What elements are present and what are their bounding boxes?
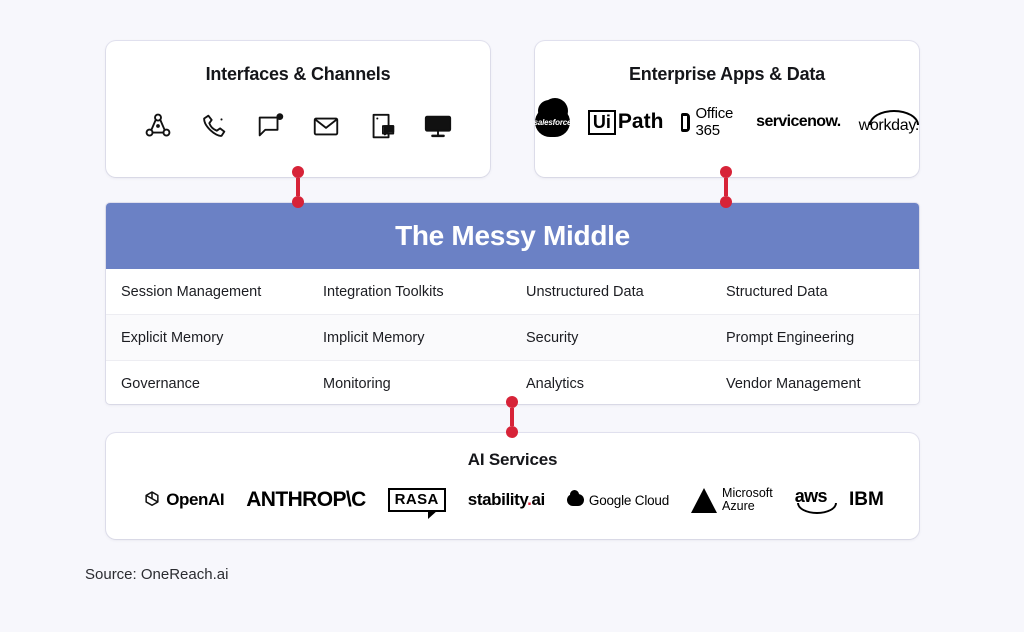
microsoft-azure-logo: Microsoft Azure [691,487,773,513]
openai-logo-text: OpenAI [166,490,225,509]
stability-ai-logo: stability.ai [467,490,546,510]
connector-dot-bottom [720,196,732,208]
google-cloud-logo-text: Google Cloud [588,492,670,508]
grid-cell: Session Management [121,283,262,300]
aws-logo-arrow [796,503,837,514]
grid-cell: Implicit Memory [323,329,425,346]
office365-logo: Office 365 [681,105,738,139]
salesforce-logo: salesforce [533,98,572,137]
network-nodes-icon [143,111,173,141]
azure-logo-text: Microsoft Azure [722,487,773,513]
uipath-logo-mark: Ui [587,109,616,135]
enterprise-card-title: Enterprise Apps & Data [629,64,825,84]
office365-logo-text: Office 365 [695,105,734,139]
uipath-logo: Ui Path [587,109,664,135]
rasa-logo: RASA [387,488,446,519]
grid-cell: Governance [121,375,200,392]
messy-middle-block: The Messy Middle Session Management Inte… [106,203,919,404]
ibm-logo-text: IBM [848,489,884,510]
ai-services-logo-row: OpenAI ANTHROP\C RASA stability.ai Googl… [106,486,919,519]
workday-logo: workday. [859,109,919,135]
openai-logo: OpenAI [141,489,225,511]
enterprise-logo-row: salesforce Ui Path Office 365 servicenow… [533,98,919,139]
anthropic-logo-text: ANTHROP\C [246,488,366,511]
google-cloud-logo: Google Cloud [566,490,670,508]
grid-cell: Integration Toolkits [323,283,444,300]
envelope-icon [311,111,341,141]
grid-cell: Structured Data [726,283,828,300]
enterprise-apps-data-card: Enterprise Apps & Data salesforce Ui Pat… [533,41,919,177]
messy-middle-header: The Messy Middle [106,203,919,269]
grid-cell: Unstructured Data [526,283,644,300]
ibm-logo: IBM [849,489,884,511]
anthropic-logo: ANTHROP\C [246,488,366,512]
interfaces-card-title: Interfaces & Channels [205,64,391,84]
ai-services-card-title: AI Services [467,450,558,469]
connector-enterprise-to-middle [719,166,733,208]
connector-middle-to-ai [505,396,519,438]
connector-dot-top [292,166,304,178]
grid-cell: Vendor Management [726,375,861,392]
office365-logo-mark [681,112,691,132]
grid-cell: Monitoring [323,375,391,392]
uipath-logo-text: Path [617,110,664,133]
servicenow-logo-text: servicenow. [756,113,841,130]
interfaces-channels-card: Interfaces & Channels [106,41,490,177]
stability-logo-dot: . [527,490,532,509]
mobile-message-icon [367,111,397,141]
rasa-logo-text: RASA [394,491,439,508]
connector-stem [296,178,300,196]
grid-cell: Prompt Engineering [726,329,855,346]
stability-logo-text: stability [467,490,528,509]
phone-icon [199,111,229,141]
connector-dot-bottom [506,426,518,438]
connector-stem [724,178,728,196]
ai-services-card: AI Services OpenAI ANTHROP\C RASA [106,433,919,539]
grid-cell: Security [526,329,579,346]
table-row: Governance Monitoring Analytics Vendor M… [106,361,919,404]
aws-logo: aws [794,486,837,514]
source-note: Source: OneReach.ai [85,566,229,583]
connector-dot-bottom [292,196,304,208]
connector-dot-top [720,166,732,178]
openai-logo-mark [141,489,163,511]
azure-logo-line2: Azure [722,499,755,513]
connector-stem [510,408,514,426]
azure-logo-mark [691,487,718,513]
connector-interfaces-to-middle [291,166,305,208]
table-row: Explicit Memory Implicit Memory Security… [106,315,919,361]
stability-logo-suffix: ai [531,490,546,509]
messy-middle-headline: The Messy Middle [395,220,630,251]
servicenow-logo: servicenow. [756,113,841,131]
salesforce-logo-text: salesforce [533,117,572,127]
connector-dot-top [506,396,518,408]
interfaces-icon-row [106,111,490,141]
grid-cell: Explicit Memory [121,329,224,346]
grid-cell: Analytics [526,375,585,392]
chat-bubble-notification-icon [255,111,285,141]
table-row: Session Management Integration Toolkits … [106,269,919,315]
azure-logo-line1: Microsoft [722,486,773,500]
desktop-monitor-icon [423,111,453,141]
aws-logo-text: aws [794,486,828,506]
workday-logo-arc [868,109,919,125]
google-cloud-logo-mark [566,490,584,506]
